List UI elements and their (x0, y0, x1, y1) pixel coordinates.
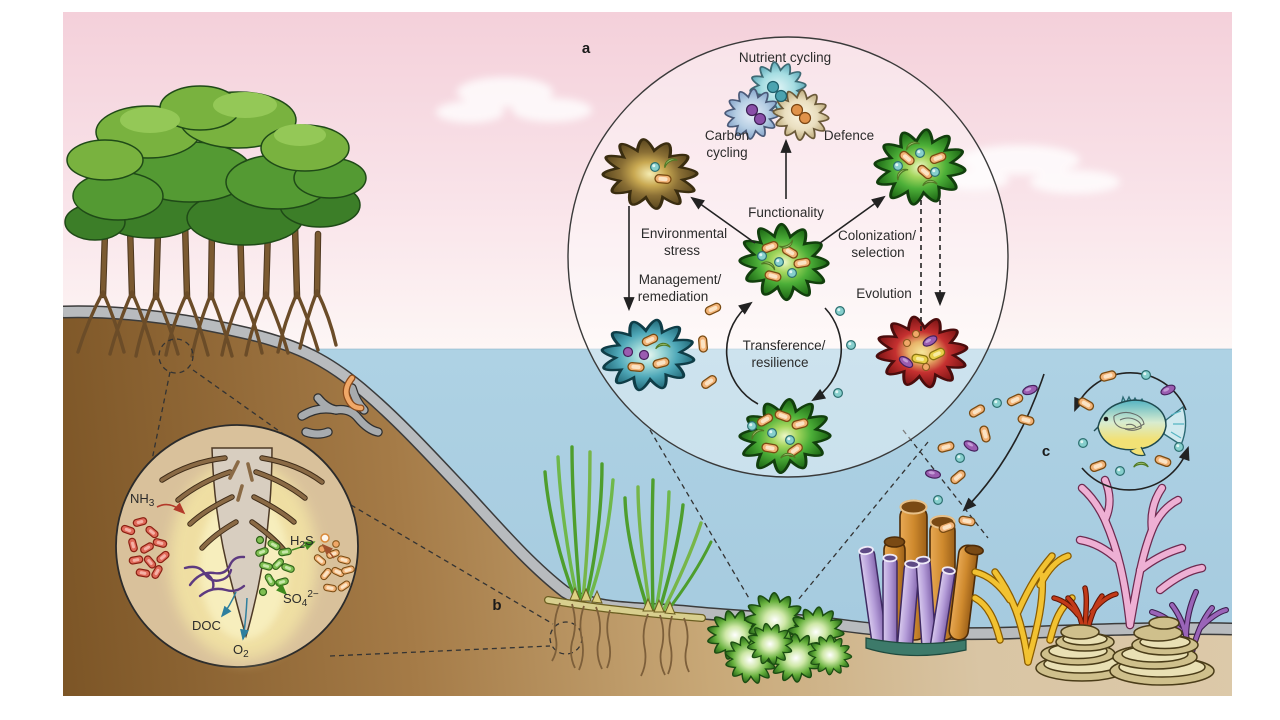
label-colonization-2: selection (851, 245, 904, 260)
panel-label-c: c (1042, 443, 1050, 460)
doc-flux-arrow (220, 591, 237, 618)
label-h2s: H2S (290, 533, 314, 551)
label-carbon-cycling-2: cycling (706, 145, 747, 160)
so4-flux-arrow (271, 577, 288, 596)
label-management-2: remediation (638, 289, 709, 304)
sulfur-molecule-icon (320, 533, 330, 543)
prop-roots (76, 289, 338, 358)
label-defence: Defence (824, 128, 874, 143)
microbe-shedding-stream (924, 373, 1045, 533)
label-carbon-cycling-1: Carbon (705, 128, 749, 143)
root-tip (159, 447, 325, 639)
panel-label-a: a (582, 40, 591, 57)
label-transference-2: resilience (751, 355, 808, 370)
root-microbiome-zoom-circle: NH3 H2S SO42− DOC O2 (115, 424, 359, 668)
mangrove-root-zoom-target (158, 338, 194, 374)
label-nutrient-cycling: Nutrient cycling (739, 50, 831, 65)
label-environmental-stress-1: Environmental (641, 226, 727, 241)
seagrass-roots (551, 602, 690, 677)
label-nh3: NH3 (130, 491, 155, 509)
cycle-arrows (623, 138, 946, 405)
panel-label-b: b (492, 597, 501, 614)
label-colonization-1: Colonization/ (838, 228, 916, 243)
h2s-flux-arrow (291, 541, 316, 551)
fungal-hyphae (183, 555, 246, 598)
label-so4: SO42− (283, 589, 319, 609)
sediment-burrow (297, 374, 383, 439)
leaf-sheaths (569, 586, 676, 615)
label-management-1: Management/ (639, 272, 722, 287)
holobiont-cycle-circle: Nutrient cycling Carbon cycling Defence … (567, 36, 1009, 480)
sponge-base (865, 637, 967, 657)
remediated-coral-holobiont (600, 317, 696, 393)
functionality-holobiont (721, 59, 834, 147)
mangrove-trees (64, 85, 367, 358)
label-functionality: Functionality (748, 205, 824, 220)
label-evolution: Evolution (856, 286, 912, 301)
label-o2: O2 (233, 642, 249, 660)
mangrove-canopy (64, 85, 367, 246)
sponge-colony (858, 499, 984, 657)
sulfur-oxidizing-bacteria (255, 535, 295, 597)
zoom-connector-lines (151, 338, 989, 657)
clouds (436, 77, 1120, 194)
sulfate-return-arrow (321, 543, 335, 559)
label-environmental-stress-2: stress (664, 243, 700, 258)
label-doc: DOC (192, 618, 221, 633)
reef-corals (971, 475, 1229, 686)
nh3-flux-arrow (156, 502, 186, 515)
label-transference-1: Transference/ (743, 338, 826, 353)
fish-microbiome-circle (1074, 370, 1190, 491)
evolved-coral-holobiont (874, 313, 969, 390)
o2-flux-arrow (240, 597, 249, 641)
seagrass-meadow (543, 445, 713, 677)
plate-corals (1035, 616, 1215, 686)
